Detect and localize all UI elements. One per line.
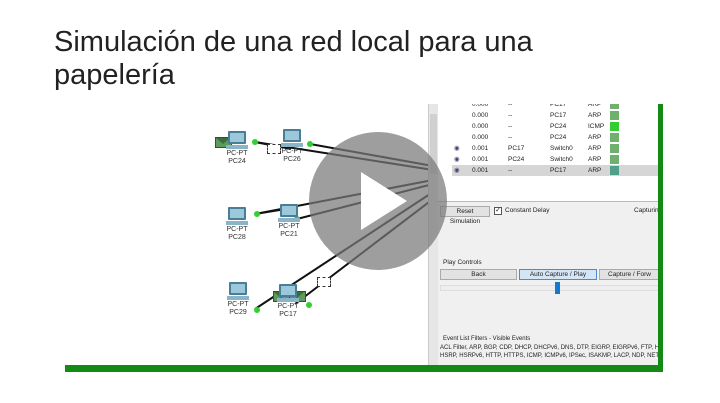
event-color xyxy=(610,166,619,175)
event-color xyxy=(610,144,619,153)
play-controls-label: Play Controls xyxy=(443,259,482,266)
slide-title: Simulación de una red local para una pap… xyxy=(54,26,533,91)
speed-slider-thumb[interactable] xyxy=(555,282,560,294)
device-name: PC29 xyxy=(229,309,247,316)
event-row[interactable]: 0.000 -- PC24 ICMP xyxy=(452,121,662,132)
event-row[interactable]: 0.000 -- PC24 ARP xyxy=(452,132,662,143)
event-time: 0.001 xyxy=(472,145,489,152)
device-type: PC-PT xyxy=(277,303,299,310)
event-color xyxy=(610,133,619,142)
constant-delay-label: Constant Delay xyxy=(505,207,550,214)
green-frame-right xyxy=(658,104,663,372)
event-time: 0.001 xyxy=(472,167,489,174)
event-row[interactable]: 0.000 -- PC17 ARP xyxy=(452,110,662,121)
device-name: PC28 xyxy=(228,234,246,241)
speed-slider[interactable] xyxy=(440,285,660,291)
device-name: PC17 xyxy=(279,311,297,318)
eye-icon: ◉ xyxy=(454,145,460,152)
event-time: 0.001 xyxy=(472,156,489,163)
constant-delay-checkbox[interactable]: ✓ xyxy=(494,207,502,215)
event-at-device: PC17 xyxy=(550,104,567,108)
event-type: ARP xyxy=(588,104,602,108)
event-filters-title: Event List Filters - Visible Events xyxy=(443,336,531,342)
event-time: 0.000 xyxy=(472,104,489,108)
pdu-placeholder-icon xyxy=(267,144,281,154)
device-type: PC-PT xyxy=(226,150,248,157)
event-at-device: PC17 xyxy=(550,112,567,119)
event-time: 0.000 xyxy=(472,123,489,130)
event-time: 0.000 xyxy=(472,112,489,119)
event-type: ARP xyxy=(588,167,602,174)
event-color xyxy=(610,155,619,164)
event-filters-line: ACL Filter, ARP, BGP, CDP, DHCP, DHCPv6,… xyxy=(440,345,660,351)
event-at-device: Switch0 xyxy=(550,156,573,163)
device-name: PC26 xyxy=(283,156,301,163)
event-time: 0.000 xyxy=(472,134,489,141)
capturing-label: Capturin xyxy=(634,207,659,214)
event-row[interactable]: ◉ 0.001 PC17 Switch0 ARP xyxy=(452,143,662,154)
event-last-device: PC17 xyxy=(508,145,525,152)
eye-icon: ◉ xyxy=(454,167,460,174)
event-last-device: -- xyxy=(508,104,513,108)
back-button[interactable]: Back xyxy=(440,269,517,280)
event-type: ICMP xyxy=(588,123,605,130)
event-at-device: PC17 xyxy=(550,167,567,174)
event-row[interactable]: 0.000 -- PC17 ARP xyxy=(452,104,662,110)
device-name: PC24 xyxy=(228,158,246,165)
event-row[interactable]: ◉ 0.001 PC24 Switch0 ARP xyxy=(452,154,662,165)
play-video-button[interactable] xyxy=(309,132,447,270)
capture-forward-button[interactable]: Capture / Forw xyxy=(599,269,661,280)
eye-icon: ◉ xyxy=(454,156,460,163)
event-filters-line: HSRP, HSRPv6, HTTP, HTTPS, ICMP, ICMPv6,… xyxy=(440,353,660,359)
event-color xyxy=(610,104,619,109)
event-type: ARP xyxy=(588,112,602,119)
pdu-placeholder-icon xyxy=(317,277,331,287)
event-last-device: -- xyxy=(508,134,513,141)
event-last-device: -- xyxy=(508,123,513,130)
device-type: PC-PT xyxy=(281,148,303,155)
auto-capture-play-button[interactable]: Auto Capture / Play xyxy=(519,269,597,280)
event-at-device: PC24 xyxy=(550,123,567,130)
device-type: PC-PT xyxy=(227,301,249,308)
device-type: PC-PT xyxy=(226,226,248,233)
event-last-device: -- xyxy=(508,167,513,174)
event-color xyxy=(610,122,619,131)
event-type: ARP xyxy=(588,156,602,163)
event-last-device: -- xyxy=(508,112,513,119)
event-last-device: PC24 xyxy=(508,156,525,163)
device-type: PC-PT xyxy=(278,223,300,230)
event-at-device: Switch0 xyxy=(550,145,573,152)
green-frame-bottom xyxy=(65,365,663,372)
event-color xyxy=(610,111,619,120)
event-at-device: PC24 xyxy=(550,134,567,141)
reset-simulation-button[interactable]: Reset Simulation xyxy=(440,206,490,225)
device-name: PC21 xyxy=(280,231,298,238)
event-type: ARP xyxy=(588,134,602,141)
event-row[interactable]: ◉ 0.001 -- PC17 ARP xyxy=(452,165,662,176)
event-type: ARP xyxy=(588,145,602,152)
